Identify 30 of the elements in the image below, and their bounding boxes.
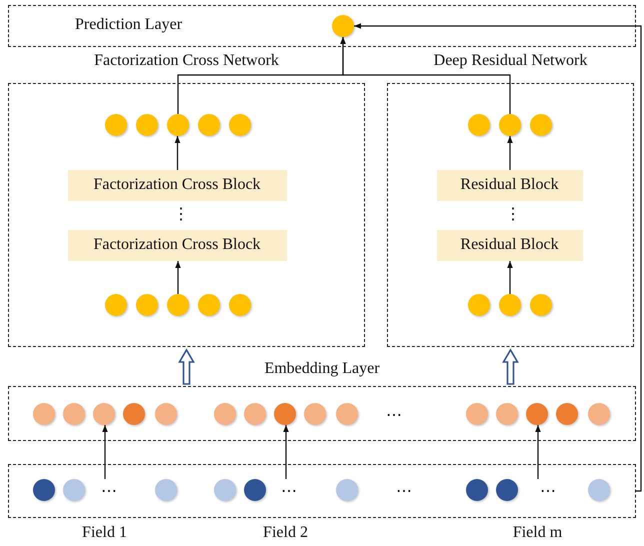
- layer-box: [8, 5, 636, 47]
- arrow: [340, 37, 511, 114]
- block-box: Residual Block: [436, 230, 582, 260]
- arrow: [535, 425, 541, 479]
- field-label: Field 1: [82, 524, 127, 540]
- field-label: Field 2: [263, 524, 308, 540]
- ellipsis: ⋯: [540, 484, 556, 500]
- block-box: Factorization Cross Block: [68, 170, 286, 200]
- ellipsis: ⋯: [396, 484, 412, 500]
- ellipsis: ⋮: [505, 207, 521, 223]
- block-box: Residual Block: [436, 170, 582, 200]
- layer-title: Deep Residual Network: [434, 52, 588, 70]
- arrow: [507, 136, 513, 170]
- field-label: Field m: [512, 524, 562, 540]
- arrow: [174, 136, 180, 170]
- arrow: [507, 261, 513, 294]
- arrow: [354, 23, 642, 492]
- arrow: [175, 261, 181, 294]
- hollow-arrow: [178, 348, 195, 385]
- block-box: Factorization Cross Block: [68, 230, 286, 260]
- hollow-arrow: [502, 348, 519, 385]
- arrow: [283, 425, 289, 479]
- ellipsis: ⋯: [281, 484, 297, 500]
- ellipsis: ⋯: [101, 484, 117, 500]
- ellipsis: ⋯: [386, 408, 402, 424]
- ellipsis: ⋮: [173, 207, 189, 223]
- layer-title: Embedding Layer: [264, 360, 380, 378]
- layer-title: Factorization Cross Network: [94, 52, 279, 70]
- layer-title: Prediction Layer: [75, 16, 182, 34]
- arrow: [102, 425, 108, 479]
